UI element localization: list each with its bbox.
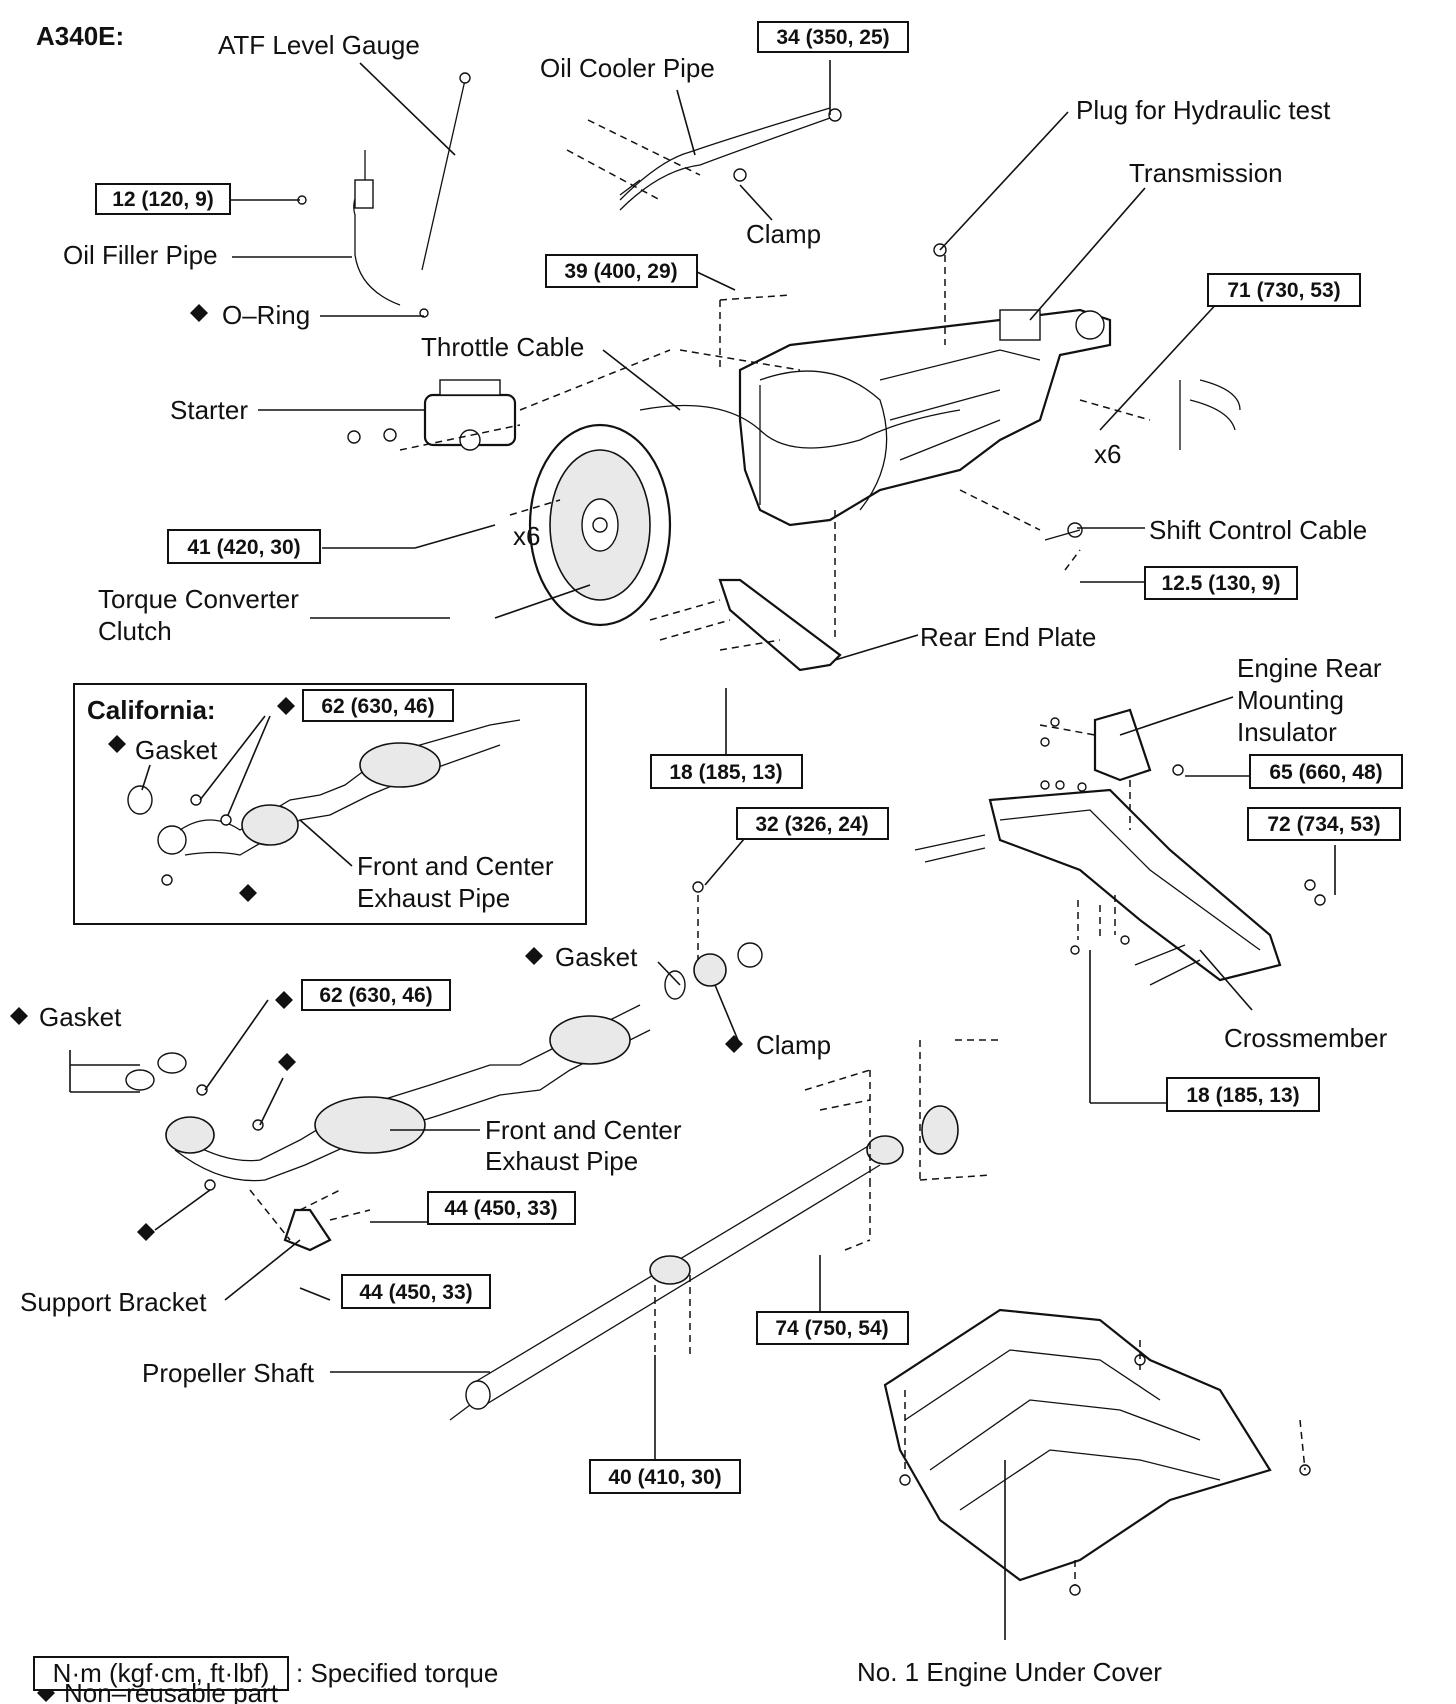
- model-label: A340E:: [36, 21, 124, 51]
- torque-box-44-b: [341, 1274, 491, 1309]
- label-exhaust-cal-2: Exhaust Pipe: [357, 883, 510, 913]
- label-propeller-shaft: Propeller Shaft: [142, 1358, 315, 1388]
- torque-44-b: 44 (450, 33): [359, 1281, 472, 1304]
- legend: N·m (kgf·cm, ft·lbf) : Specified torque …: [33, 1656, 498, 1704]
- torque-box-71: [1207, 273, 1361, 307]
- legend-unit-box: [33, 1656, 289, 1691]
- california-inset-box: [73, 683, 587, 925]
- torque-39: 39 (400, 29): [564, 260, 677, 283]
- label-clamp-top: Clamp: [746, 219, 821, 249]
- label-torque-converter-1: Torque Converter: [98, 584, 299, 614]
- starter-part: [347, 379, 517, 451]
- label-o-ring: O–Ring: [222, 300, 310, 330]
- torque-41: 41 (420, 30): [187, 536, 300, 559]
- legend-unit-box-text: N·m (kgf·cm, ft·lbf): [53, 1658, 270, 1688]
- nonreusable-markers: [10, 304, 743, 1702]
- torque-spec-boxes: 34 (350, 25) 12 (120, 9) 39 (400, 29) 71…: [95, 21, 1403, 1494]
- label-california: California:: [87, 695, 216, 725]
- torque-34: 34 (350, 25): [776, 26, 889, 49]
- torque-40: 40 (410, 30): [608, 1466, 721, 1489]
- label-engine-rear-2: Mounting: [1237, 685, 1344, 715]
- torque-72: 72 (734, 53): [1267, 813, 1380, 836]
- label-starter: Starter: [170, 395, 248, 425]
- legend-nonreusable: Non–reusable part: [64, 1678, 279, 1704]
- label-exhaust-cal-1: Front and Center: [357, 851, 554, 881]
- torque-box-40: [589, 1459, 741, 1494]
- torque-18-mid: 18 (185, 13): [669, 761, 782, 784]
- crossmember-part: [914, 780, 1326, 986]
- label-throttle-cable: Throttle Cable: [421, 332, 584, 362]
- support-bracket-part: [283, 1208, 332, 1252]
- label-support-bracket: Support Bracket: [20, 1287, 207, 1317]
- label-rear-end-plate: Rear End Plate: [920, 622, 1096, 652]
- torque-box-62: [301, 979, 451, 1011]
- label-crossmember: Crossmember: [1224, 1023, 1388, 1053]
- label-oil-filler-pipe: Oil Filler Pipe: [63, 240, 218, 270]
- torque-box-32: [736, 807, 889, 840]
- torque-box-65: [1249, 754, 1403, 789]
- label-plug-hydraulic-test: Plug for Hydraulic test: [1076, 95, 1331, 125]
- engine-under-cover-part: [883, 1308, 1311, 1596]
- torque-18-right: 18 (185, 13): [1186, 1084, 1299, 1107]
- harness-part: [1179, 379, 1241, 450]
- label-gasket-left: Gasket: [39, 1002, 122, 1032]
- torque-74: 74 (750, 54): [775, 1317, 888, 1340]
- torque-62-cal: 62 (630, 46): [321, 695, 434, 718]
- torque-62: 62 (630, 46): [319, 984, 432, 1007]
- label-engine-rear-1: Engine Rear: [1237, 653, 1382, 683]
- torque-box-44-a: [427, 1191, 576, 1225]
- label-atf-level-gauge: ATF Level Gauge: [218, 30, 420, 60]
- torque-12-5: 12.5 (130, 9): [1161, 572, 1280, 595]
- label-exhaust-2: Exhaust Pipe: [485, 1146, 638, 1176]
- label-oil-cooler-pipe: Oil Cooler Pipe: [540, 53, 715, 83]
- label-torque-converter-2: Clutch: [98, 616, 172, 646]
- part-labels: A340E: ATF Level Gauge Oil Cooler Pipe P…: [20, 21, 1388, 1687]
- label-x6-right: x6: [1094, 439, 1121, 469]
- torque-12: 12 (120, 9): [112, 188, 214, 211]
- california-exhaust-part: [127, 719, 521, 886]
- torque-box-18-right: [1166, 1077, 1320, 1112]
- torque-box-41: [167, 529, 321, 564]
- torque-box-74: [756, 1311, 909, 1345]
- label-engine-rear-3: Insulator: [1237, 717, 1337, 747]
- label-transmission: Transmission: [1129, 158, 1283, 188]
- mid-gasket-clamp-part: [664, 881, 763, 1000]
- torque-32: 32 (326, 24): [755, 813, 868, 836]
- oil-filler-pipe-part: [297, 150, 429, 318]
- torque-converter-part: [528, 423, 672, 627]
- label-gasket-mid: Gasket: [555, 942, 638, 972]
- label-shift-control-cable: Shift Control Cable: [1149, 515, 1367, 545]
- torque-box-18-mid: [650, 754, 803, 789]
- rear-end-plate-part: [718, 578, 842, 672]
- torque-65: 65 (660, 48): [1269, 761, 1382, 784]
- torque-box-62-cal: [302, 689, 454, 722]
- label-gasket-cal: Gasket: [135, 735, 218, 765]
- torque-box-34: [757, 21, 909, 53]
- torque-box-12: [95, 183, 231, 215]
- exhaust-pipe-part: [125, 1004, 651, 1191]
- label-clamp-mid: Clamp: [756, 1030, 831, 1060]
- torque-box-39: [545, 254, 698, 288]
- propeller-shaft-part: [449, 1105, 959, 1421]
- label-under-cover: No. 1 Engine Under Cover: [857, 1657, 1162, 1687]
- oil-cooler-pipe-part: [619, 107, 842, 211]
- assembly-lines: [249, 119, 1306, 1585]
- torque-box-12-5: [1144, 566, 1298, 600]
- shift-control-cable-part: [1044, 522, 1083, 541]
- atf-level-gauge-part: [421, 72, 471, 271]
- engine-mounting-insulator-part: [1040, 708, 1184, 782]
- label-exhaust-1: Front and Center: [485, 1115, 682, 1145]
- throttle-cable-part: [639, 404, 961, 449]
- label-x6-left: x6: [513, 521, 540, 551]
- torque-44-a: 44 (450, 33): [444, 1197, 557, 1220]
- legend-specified-torque: : Specified torque: [296, 1658, 498, 1688]
- torque-box-72: [1247, 807, 1401, 841]
- torque-71: 71 (730, 53): [1227, 279, 1340, 302]
